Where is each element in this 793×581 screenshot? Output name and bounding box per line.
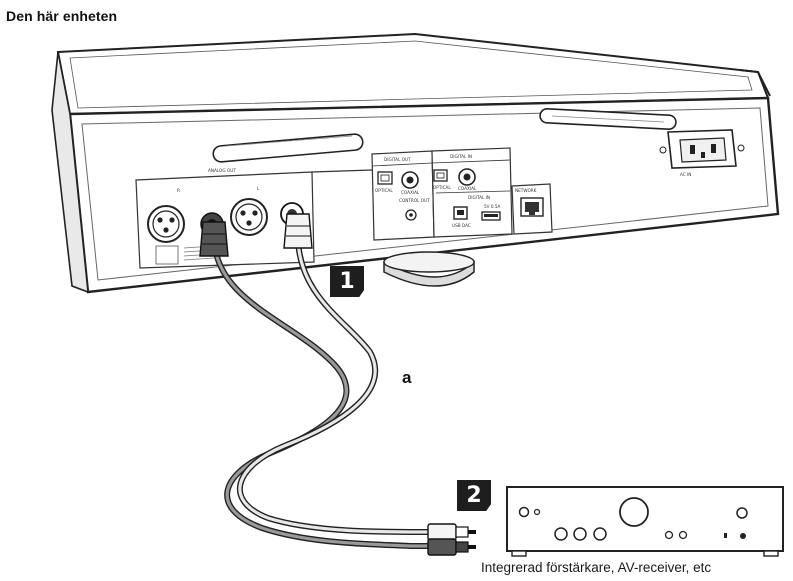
analog-out-label: ANALOG OUT	[208, 168, 236, 173]
control-out-label: CONTROL OUT	[399, 198, 430, 203]
usb-dac-label: USB DAC	[452, 223, 471, 228]
rca-plug-amp-icon	[427, 523, 476, 556]
xlr-r-port-icon	[147, 205, 185, 243]
amplifier-caption: Integrerad förstärkare, AV-receiver, etc	[481, 560, 712, 575]
analog-l-label: L	[257, 186, 260, 191]
cable-label-a: a	[402, 368, 412, 387]
usb-power-label: 5V 0.5A	[484, 204, 501, 209]
ac-in-port: AC IN	[659, 129, 745, 177]
digital-in-usb-label: DIGITAL IN	[468, 195, 490, 200]
network-section: NETWORK	[511, 183, 553, 235]
xlr-l-port-icon	[230, 198, 268, 236]
digital-in-section: DIGITAL IN OPTICAL COAXIAL DIGITAL IN US…	[431, 147, 513, 238]
antenna-right	[539, 108, 677, 130]
amplifier-unit	[506, 486, 784, 557]
digital-out-optical-label: OPTICAL	[375, 188, 393, 193]
digital-out-label: DIGITAL OUT	[384, 157, 411, 162]
digital-out-section: DIGITAL OUT OPTICAL COAXIAL CONTROL OUT	[371, 150, 435, 241]
network-label: NETWORK	[515, 188, 537, 193]
step-1-badge: 1	[330, 266, 364, 297]
analog-r-label: R	[177, 188, 180, 193]
step-2-badge: 2	[457, 480, 491, 511]
digital-in-label: DIGITAL IN	[450, 154, 472, 159]
digital-out-coaxial-label: COAXIAL	[401, 190, 420, 195]
rca-plug-l-icon	[283, 213, 313, 249]
rca-plug-r-icon	[199, 221, 229, 257]
antenna-left	[212, 133, 364, 163]
digital-in-coaxial-label: COAXIAL	[458, 186, 477, 191]
page-title: Den här enheten	[6, 8, 118, 24]
rca-cable	[199, 213, 476, 556]
digital-in-optical-label: OPTICAL	[433, 185, 451, 190]
ac-in-label: AC IN	[680, 172, 691, 177]
